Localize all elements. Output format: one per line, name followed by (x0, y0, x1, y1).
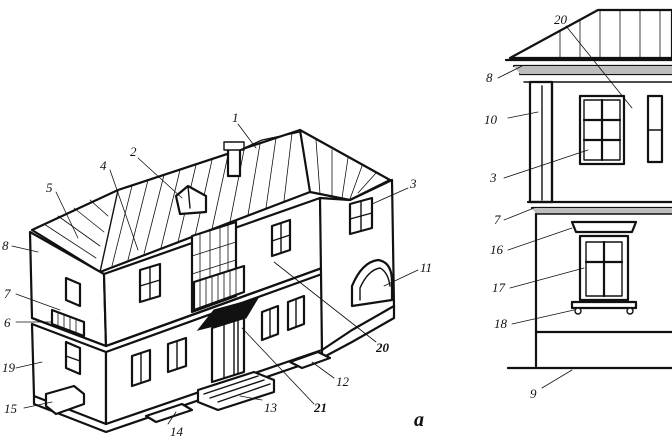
detail-callout-18: 18 (494, 316, 508, 331)
callout-2: 2 (130, 144, 137, 159)
lower-windows (64, 294, 306, 388)
callout-5: 5 (46, 180, 53, 195)
leader-lines (11, 123, 419, 425)
detail-pilaster (528, 80, 554, 204)
entrance-steps (196, 370, 276, 412)
callout-15: 15 (4, 401, 18, 416)
wing-arch (350, 258, 394, 308)
callout-12: 12 (336, 374, 350, 389)
lightwell-right (288, 350, 332, 370)
detail-pediment (508, 8, 672, 60)
detail-callout-8: 8 (486, 70, 493, 85)
callout-8: 8 (2, 238, 9, 253)
detail-callout-3: 3 (489, 170, 497, 185)
callout-3: 3 (409, 176, 417, 191)
callout-19: 19 (2, 360, 16, 375)
callout-14: 14 (170, 424, 184, 439)
dormer (174, 184, 208, 216)
chimney (223, 131, 301, 178)
entrance-canopy (196, 297, 260, 384)
detail-callout-16: 16 (490, 242, 504, 257)
figure-letter: а (414, 409, 424, 431)
roof-seams (43, 132, 293, 267)
house-perspective: 1 2 4 5 3 8 7 6 19 15 14 13 21 12 20 11 … (2, 110, 432, 439)
detail-callout-17: 17 (492, 280, 506, 295)
detail-lower-window (570, 220, 638, 315)
callout-6: 6 (4, 315, 11, 330)
callout-21: 21 (313, 400, 327, 415)
central-balcony (192, 264, 246, 312)
detail-callout-9: 9 (530, 386, 537, 401)
lightwell-left (44, 384, 86, 416)
callout-20: 20 (375, 340, 390, 355)
callout-7: 7 (4, 286, 11, 301)
callout-11: 11 (420, 260, 432, 275)
detail-upper-window (578, 94, 664, 166)
upper-windows (64, 218, 292, 308)
detail-callout-20: 20 (554, 12, 568, 27)
roof-ridge-edge (99, 189, 119, 273)
detail-callout-10: 10 (484, 112, 498, 127)
callout-4: 4 (100, 158, 107, 173)
callout-1: 1 (232, 110, 239, 125)
central-bay (190, 220, 246, 314)
lightwell-front (144, 402, 194, 424)
wing-window (348, 196, 374, 236)
side-balcony (50, 308, 86, 338)
facade-detail: 20 8 10 3 7 16 17 18 9 (484, 8, 672, 401)
detail-leader-lines (497, 25, 633, 389)
callout-13: 13 (264, 400, 278, 415)
floor-belt (30, 266, 324, 348)
detail-callout-7: 7 (494, 212, 501, 227)
